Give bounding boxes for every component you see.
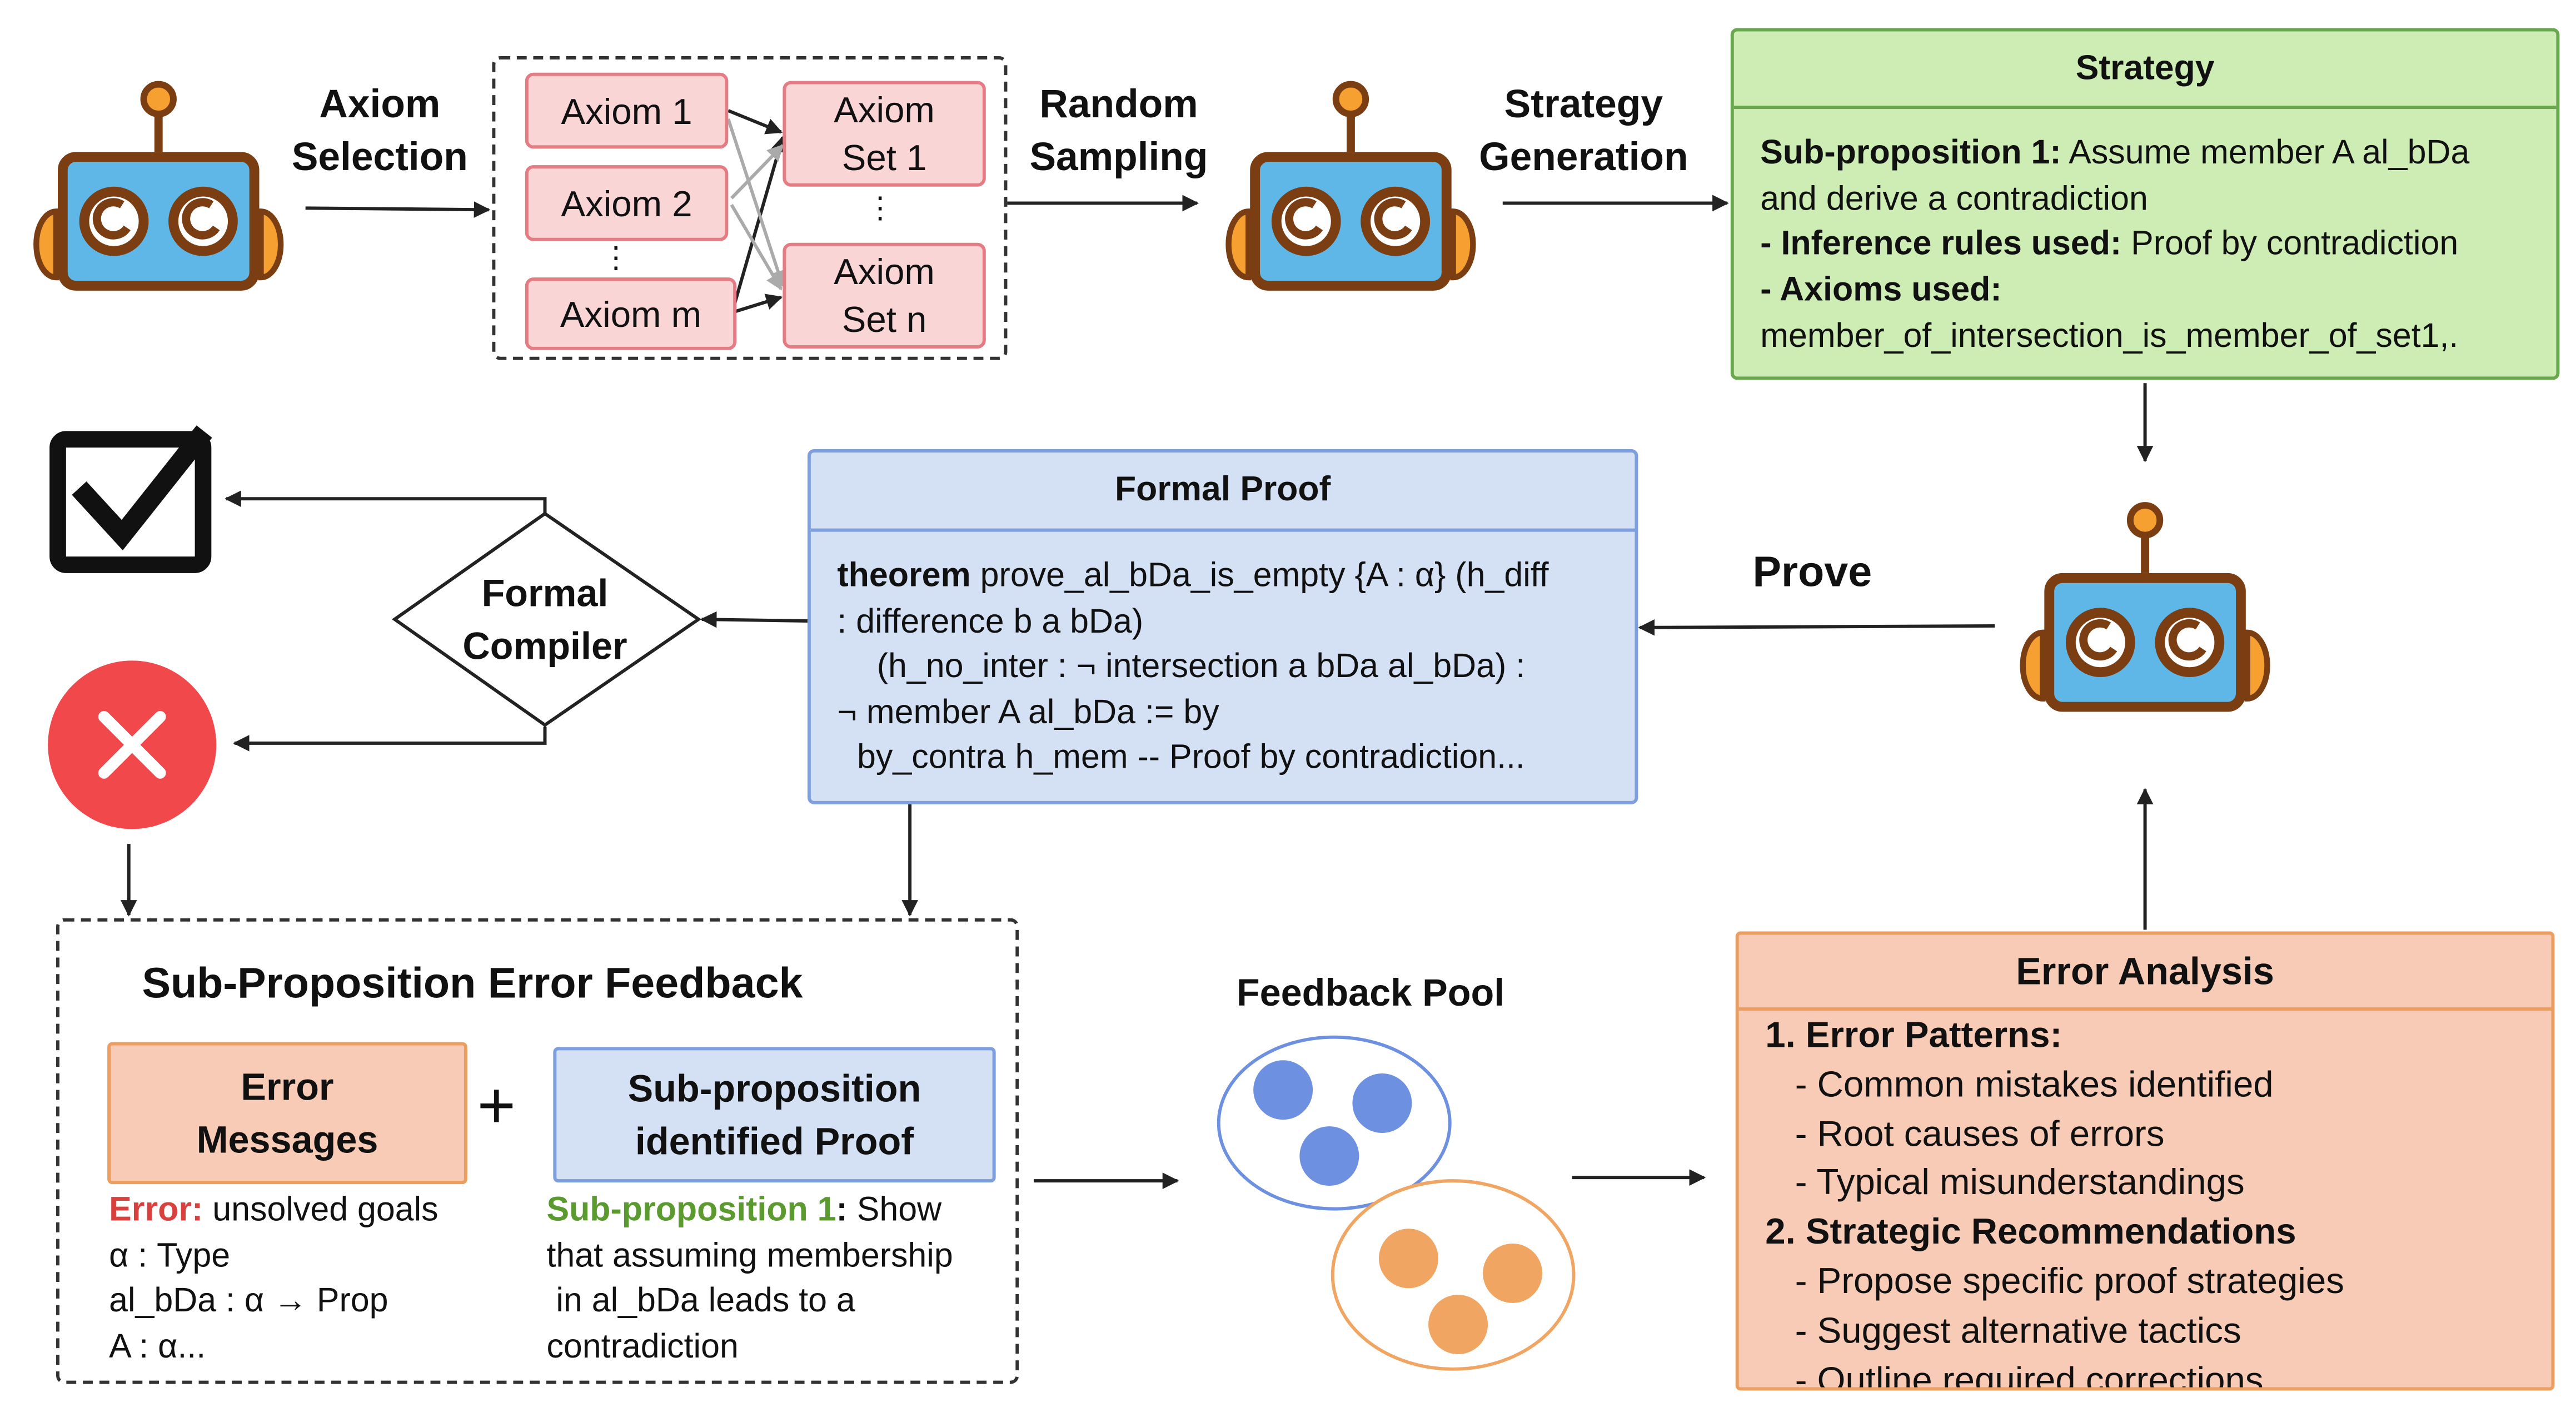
error-analysis-content: 1. Error Patterns: - Common mistakes ide… (1765, 1014, 2344, 1391)
arrow-axiomm-to-set1 (731, 135, 787, 310)
arrow-axiom2-to-set1 (730, 144, 784, 200)
robot-icon (33, 81, 284, 291)
strategy-generation-label: Strategy Generation (1479, 82, 1688, 180)
error-cross-icon (48, 660, 217, 829)
arrow-proof-to-compiler (700, 611, 808, 628)
sub-proposition-proof-box: Sub-proposition identified Proof (553, 1047, 996, 1183)
error-feedback-group (56, 918, 1019, 1384)
error-feedback-title: Sub-Proposition Error Feedback (142, 958, 803, 1008)
axiom-selection-label: Axiom Selection (291, 82, 468, 180)
arrow-robot3-to-proof (1638, 619, 1995, 636)
axiom-pool-group (492, 56, 1008, 360)
error-analysis-title: Error Analysis (1738, 934, 2552, 1011)
axiom-set-vdots: ⋮ (865, 191, 895, 225)
arrow-robot1-to-axioms (305, 201, 491, 218)
feedback-pool-clusters (1217, 1035, 1576, 1371)
arrow-axiom1-to-setn (726, 118, 786, 287)
formal-compiler-label: Formal Compiler (462, 571, 627, 668)
formal-compiler-diamond (391, 511, 702, 727)
plus-sign: + (477, 1070, 516, 1143)
robot-icon (1225, 81, 1476, 291)
arrow-compiler-to-check (225, 490, 547, 515)
robot-icon (2020, 502, 2270, 712)
arrow-axiomm-to-setn (733, 294, 783, 314)
check-icon (49, 425, 212, 573)
random-sampling-label: Random Sampling (1029, 82, 1208, 180)
error-message-text: Error: unsolved goals α : Type al_bDa : … (109, 1190, 439, 1365)
formal-proof-box: Formal Proof theorem prove_al_bDa_is_emp… (807, 449, 1638, 804)
sub-proposition-text: Sub-proposition 1: Show that assuming me… (546, 1190, 953, 1365)
formal-proof-code: theorem prove_al_bDa_is_empty {A : α} (h… (837, 556, 1549, 777)
strategy-title: Strategy (1733, 31, 2557, 110)
prove-label: Prove (1752, 546, 1872, 596)
feedback-pool-label: Feedback Pool (1236, 971, 1505, 1015)
axiom-m-box: Axiom m (525, 277, 737, 350)
arrow-compiler-to-cross (232, 727, 547, 752)
axiom-2-box: Axiom 2 (525, 165, 729, 241)
arrow-axiom1-to-set1 (728, 109, 783, 135)
error-analysis-box: Error Analysis 1. Error Patterns: - Comm… (1735, 931, 2555, 1391)
strategy-box: Strategy Sub-proposition 1: Assume membe… (1730, 28, 2560, 380)
axiom-1-box: Axiom 1 (525, 72, 729, 149)
axiom-vdots: ⋮ (601, 241, 631, 275)
strategy-content: Sub-proposition 1: Assume member A al_bD… (1760, 133, 2470, 355)
formal-proof-title: Formal Proof (810, 453, 1635, 532)
error-messages-box: Error Messages (107, 1042, 467, 1185)
